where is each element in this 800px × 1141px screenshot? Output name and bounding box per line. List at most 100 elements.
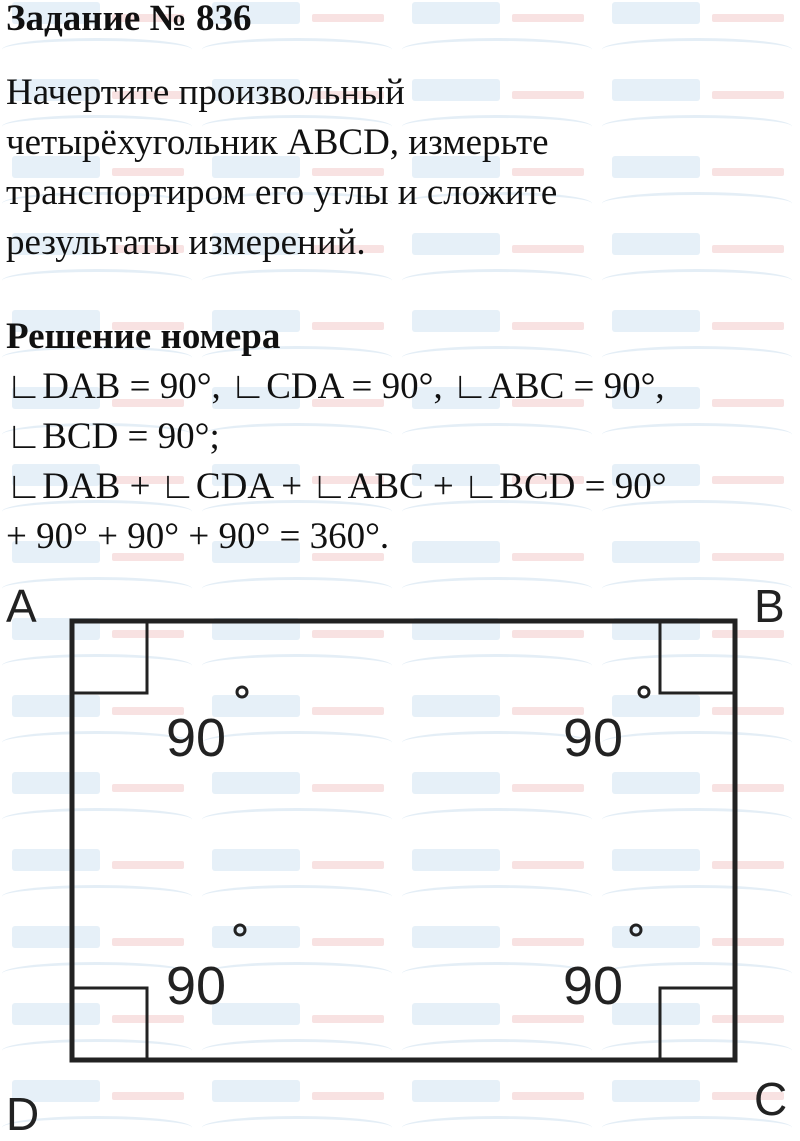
watermark-wave: [202, 1116, 392, 1139]
watermark-logo-sub: [312, 399, 384, 407]
watermark-logo: [12, 849, 100, 871]
watermark-logo-sub: [712, 553, 784, 561]
degree-mark: [629, 923, 643, 937]
watermark-logo-sub: [712, 938, 784, 946]
watermark-wave: [202, 192, 392, 215]
watermark-logo-sub: [512, 168, 584, 176]
watermark-logo: [12, 695, 100, 717]
watermark-wave: [402, 962, 592, 985]
degree-mark: [233, 923, 247, 937]
solution-line: ∟DAB + ∟CDA + ∟ABC + ∟BCD = 90°: [6, 466, 667, 507]
watermark-logo: [12, 541, 100, 563]
watermark-logo-sub: [712, 399, 784, 407]
watermark-wave: [2, 654, 192, 677]
watermark-logo: [412, 849, 500, 871]
watermark-logo: [612, 79, 700, 101]
watermark-logo-sub: [312, 168, 384, 176]
watermark-logo: [12, 2, 100, 24]
watermark-wave: [402, 654, 592, 677]
watermark-wave: [602, 1116, 792, 1139]
watermark-logo-sub: [712, 861, 784, 869]
vertex-label-d: D: [6, 1088, 39, 1140]
watermark-logo-sub: [312, 553, 384, 561]
rectangle-figure: A B C D 90 90 90 90: [6, 580, 787, 1140]
watermark-wave: [2, 885, 192, 908]
watermark-logo: [412, 310, 500, 332]
watermark-logo-sub: [712, 14, 784, 22]
watermark-logo: [212, 156, 300, 178]
watermark-logo-sub: [112, 322, 184, 330]
watermark-logo: [412, 156, 500, 178]
watermark-logo-sub: [112, 784, 184, 792]
watermark-logo: [612, 310, 700, 332]
watermark-wave: [402, 38, 592, 61]
task-line: результаты измерений.: [6, 222, 366, 263]
watermark-logo: [412, 233, 500, 255]
watermark-logo: [212, 233, 300, 255]
watermark-wave: [2, 731, 192, 754]
watermark-logo: [212, 310, 300, 332]
watermark-wave: [602, 962, 792, 985]
watermark-wave: [2, 423, 192, 446]
degree-mark: [637, 685, 651, 699]
watermark-logo: [612, 2, 700, 24]
watermark-wave: [202, 1039, 392, 1062]
watermark-logo-sub: [512, 861, 584, 869]
watermark-logo: [412, 541, 500, 563]
watermark-logo-sub: [512, 707, 584, 715]
watermark-logo-sub: [112, 476, 184, 484]
watermark-logo-sub: [512, 630, 584, 638]
watermark-wave: [602, 577, 792, 600]
task-title: Задание № 836: [6, 0, 252, 39]
watermark-wave: [402, 1116, 592, 1139]
watermark-logo: [212, 849, 300, 871]
watermark-logo: [212, 387, 300, 409]
watermark-logo: [212, 772, 300, 794]
watermark-wave: [602, 654, 792, 677]
watermark-wave: [202, 577, 392, 600]
watermark-wave: [202, 423, 392, 446]
watermark-logo-sub: [312, 630, 384, 638]
watermark-logo-sub: [112, 399, 184, 407]
watermark-logo-sub: [312, 14, 384, 22]
watermark-wave: [402, 500, 592, 523]
solution-line: ∟BCD = 90°;: [6, 416, 220, 457]
watermark-logo: [212, 1080, 300, 1102]
watermark-logo: [12, 1080, 100, 1102]
watermark-logo: [12, 310, 100, 332]
watermark-logo: [12, 387, 100, 409]
watermark-logo: [612, 156, 700, 178]
watermark-logo: [612, 1080, 700, 1102]
watermark-logo: [412, 1003, 500, 1025]
watermark-logo-sub: [112, 707, 184, 715]
watermark-wave: [602, 115, 792, 138]
watermark-wave: [602, 808, 792, 831]
watermark-logo-sub: [512, 476, 584, 484]
right-angle-mark-d: [72, 986, 149, 1060]
watermark-wave: [402, 115, 592, 138]
watermark-logo: [412, 1080, 500, 1102]
watermark-logo-sub: [712, 91, 784, 99]
watermark-wave: [602, 885, 792, 908]
watermark-logo-sub: [312, 1092, 384, 1100]
angle-label-c: 90: [563, 956, 623, 1016]
watermark-logo: [612, 772, 700, 794]
vertex-label-c: C: [754, 1073, 787, 1125]
watermark-logo: [212, 541, 300, 563]
watermark-wave: [2, 115, 192, 138]
watermark-logo: [412, 2, 500, 24]
watermark-logo-sub: [312, 322, 384, 330]
watermark-logo: [12, 926, 100, 948]
watermark-logo-sub: [512, 1015, 584, 1023]
watermark-logo-sub: [712, 707, 784, 715]
watermark-logo: [12, 79, 100, 101]
watermark-wave: [602, 500, 792, 523]
watermark-wave: [402, 1039, 592, 1062]
watermark-logo: [212, 2, 300, 24]
watermark-logo-sub: [512, 784, 584, 792]
watermark-logo-sub: [312, 707, 384, 715]
watermark-logo-sub: [712, 245, 784, 253]
watermark-wave: [402, 423, 592, 446]
watermark-wave: [2, 962, 192, 985]
watermark-wave: [2, 500, 192, 523]
